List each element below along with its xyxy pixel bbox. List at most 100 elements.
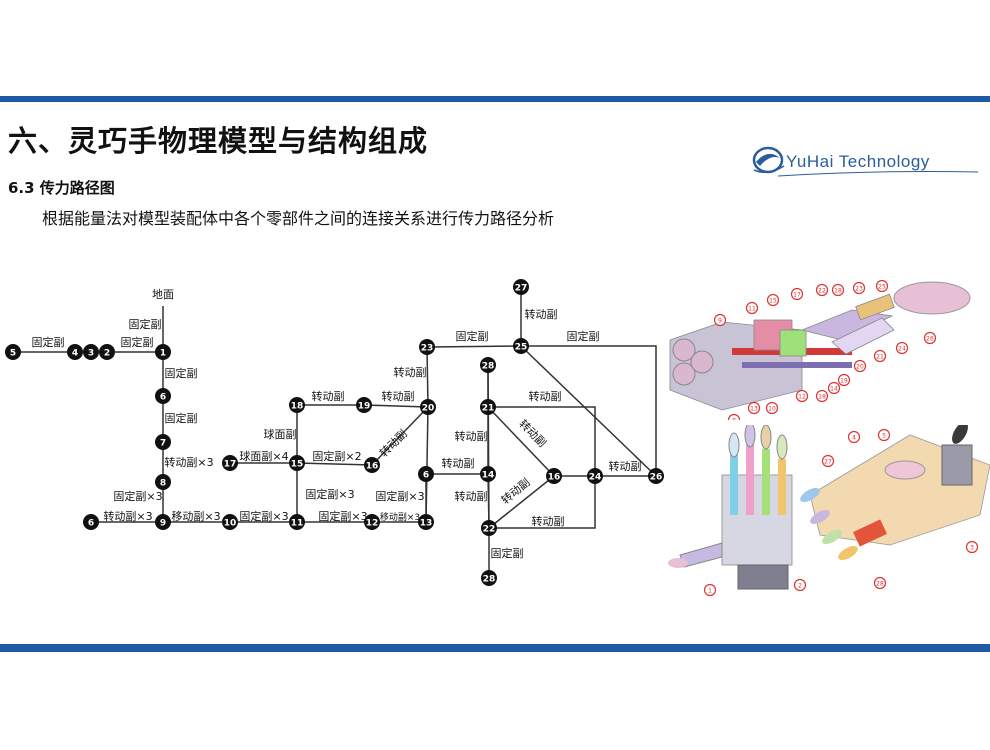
diagram-node: 24 (587, 468, 603, 484)
diagram-node: 9 (155, 514, 171, 530)
svg-text:13: 13 (750, 406, 758, 413)
diagram-edge (426, 346, 429, 408)
svg-text:22: 22 (483, 525, 496, 535)
part-callout: 15 (766, 293, 780, 307)
edge-label: 转动副 (498, 475, 532, 507)
part-callout: 1 (703, 583, 717, 597)
svg-text:16: 16 (548, 473, 561, 483)
edge-label: 固定副 (165, 411, 198, 425)
edge-label: 转动副 (525, 307, 558, 321)
part-callout: 5 (877, 428, 891, 442)
svg-text:28: 28 (483, 575, 496, 585)
svg-text:14: 14 (482, 471, 495, 481)
svg-text:18: 18 (291, 402, 304, 412)
part-callout: 25 (875, 279, 889, 293)
diagram-edge (520, 345, 657, 477)
edge-label: 转动副 (532, 514, 565, 528)
svg-text:5: 5 (882, 433, 886, 440)
svg-text:25: 25 (515, 343, 528, 353)
svg-text:27: 27 (824, 459, 832, 466)
svg-text:4: 4 (852, 435, 856, 442)
svg-text:6: 6 (160, 393, 166, 403)
svg-text:19: 19 (840, 378, 848, 385)
svg-text:9: 9 (718, 318, 722, 325)
part-callout: 12 (795, 389, 809, 403)
exploded-view-figure: 91115172218232526768131012181419202124 (669, 279, 971, 421)
svg-text:22: 22 (818, 288, 826, 295)
svg-text:10: 10 (768, 406, 776, 413)
diagram-node: 8 (155, 474, 171, 490)
svg-text:18: 18 (834, 288, 842, 295)
diagram-node: 2 (99, 344, 115, 360)
svg-text:12: 12 (798, 394, 806, 401)
part-callout: 11 (745, 301, 759, 315)
edge-label: 球面副×4 (239, 449, 288, 463)
svg-text:25: 25 (878, 284, 886, 291)
logo-emblem-icon (752, 146, 785, 174)
diagram-node: 28 (480, 357, 496, 373)
part-callout: 4 (847, 430, 861, 444)
diagram-edge (296, 462, 373, 466)
diagram-node: 5 (5, 344, 21, 360)
svg-text:24: 24 (898, 346, 906, 353)
svg-text:3: 3 (970, 545, 974, 552)
edge-label: 转动副 (455, 489, 488, 503)
diagram-edge (521, 345, 657, 476)
edge-label: 固定副 (456, 329, 489, 343)
edge-label: 转动副 (377, 427, 410, 460)
diagram-node: 25 (513, 338, 529, 354)
edge-label: 固定副×2 (312, 449, 361, 463)
edge-label: 转动副 (455, 429, 488, 443)
svg-text:8: 8 (732, 418, 736, 421)
top-band (0, 96, 990, 102)
svg-text:17: 17 (224, 460, 237, 470)
edge-label: 固定副 (491, 546, 524, 560)
edge-label: 固定副×3 (239, 509, 288, 523)
logo-text: YuHai Technology (786, 152, 930, 171)
diagram-node: 23 (419, 339, 435, 355)
ground-label: 地面 (152, 288, 174, 301)
svg-text:23: 23 (855, 286, 863, 293)
svg-text:21: 21 (482, 404, 495, 414)
edge-label: 转动副 (516, 417, 549, 450)
diagram-edge (488, 475, 555, 529)
edge-label: 转动副 (442, 456, 475, 470)
svg-text:6: 6 (88, 519, 94, 529)
part-callout: 14 (827, 381, 841, 395)
diagram-node: 18 (289, 397, 305, 413)
diagram-node: 16 (364, 457, 380, 473)
svg-text:26: 26 (650, 473, 663, 483)
section-description: 根据能量法对模型装配体中各个零部件之间的连接关系进行传力路径分析 (42, 209, 555, 228)
part-callout: 24 (895, 341, 909, 355)
svg-text:24: 24 (589, 473, 602, 483)
svg-text:15: 15 (291, 460, 304, 470)
edge-label: 转动副 (382, 389, 415, 403)
svg-text:15: 15 (769, 298, 777, 305)
diagram-node: 22 (481, 520, 497, 536)
edge-label: 转动副 (312, 389, 345, 403)
edge-label: 转动副 (529, 389, 562, 403)
part-callout: 21 (873, 349, 887, 363)
svg-text:16: 16 (366, 462, 379, 472)
edge-label: 移动副×3 (380, 511, 420, 523)
diagram-node: 19 (356, 397, 372, 413)
svg-text:17: 17 (793, 292, 801, 299)
company-logo: YuHai Technology (748, 140, 978, 180)
part-callout: 18 (815, 389, 829, 403)
hand-left-view (668, 425, 793, 590)
edge-label: 转动副 (394, 365, 427, 379)
diagram-node: 7 (155, 434, 171, 450)
svg-text:21: 21 (876, 354, 884, 361)
diagram-edge (426, 345, 522, 348)
diagram-node: 12 (364, 514, 380, 530)
diagram-node: 4 (67, 344, 83, 360)
svg-text:19: 19 (358, 402, 371, 412)
svg-text:4: 4 (72, 349, 78, 359)
part-callout: 18 (831, 283, 845, 297)
diagram-edge (363, 404, 429, 408)
svg-text:20: 20 (856, 364, 864, 371)
svg-text:2: 2 (798, 583, 802, 590)
svg-text:7: 7 (160, 439, 166, 449)
